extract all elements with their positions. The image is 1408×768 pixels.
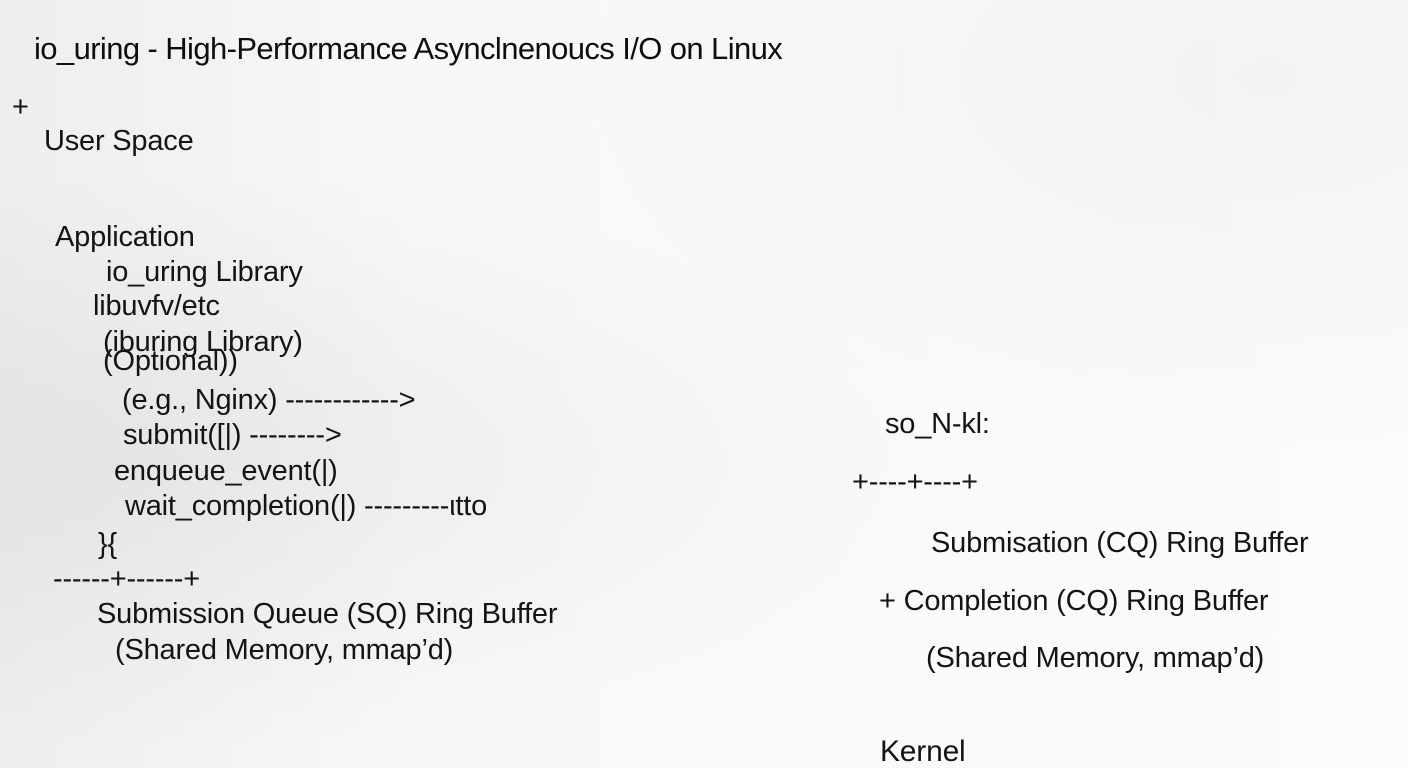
left-divider-line: ------+------+ — [53, 563, 200, 595]
corner-plus-marker: + — [12, 91, 29, 123]
right-divider-line: +----+----+ — [852, 466, 978, 498]
optional-label: (Optional)) — [103, 345, 238, 377]
right-shared-memory-label: (Shared Memory, mmap’d) — [926, 642, 1265, 674]
io-uring-library-label: io_uring Library — [106, 256, 303, 288]
diagram-title: io_uring - High-Performance Asynclnenouc… — [34, 31, 783, 66]
libuv-label: libuvfv/etc — [93, 290, 220, 322]
left-shared-memory-label: (Shared Memory, mmap’d) — [115, 634, 454, 666]
brace-glyph: }{ — [98, 528, 117, 560]
completion-ring-label: + Completion (CQ) Ring Buffer — [879, 585, 1269, 617]
submit-call-arrow: submit([|) --------> — [123, 419, 342, 451]
kernel-section-label: so_N-kl: — [885, 408, 990, 440]
liburing-library-label: (iburing Library) — [103, 326, 303, 358]
wait-completion-call-arrow: wait_completion(|) ---------ιtto — [125, 490, 488, 522]
example-nginx-arrow: (e.g., Nginx) ------------> — [122, 384, 416, 416]
user-space-label: User Space — [44, 125, 194, 157]
enqueue-event-call: enqueue_event(|) — [114, 455, 338, 487]
kernel-label: Kernel — [880, 735, 966, 768]
submission-queue-label: Submission Queue (SQ) Ring Buffer — [97, 598, 558, 630]
application-label: Application — [55, 221, 195, 253]
submisation-ring-label: Submisation (CQ) Ring Buffer — [931, 527, 1309, 559]
